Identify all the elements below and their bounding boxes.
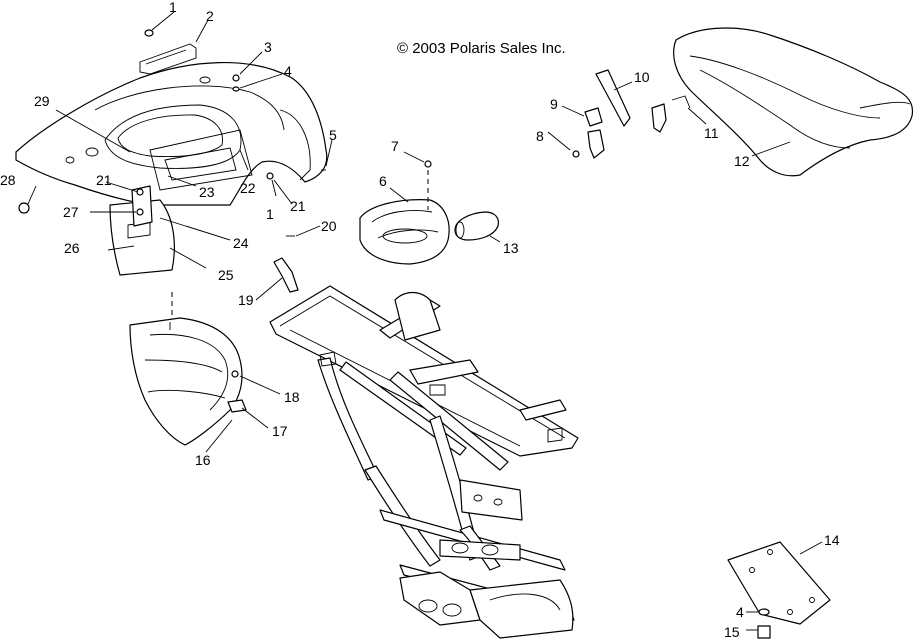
rear-fender bbox=[15, 43, 328, 206]
main-frame bbox=[269, 285, 579, 639]
callout-10: 10 bbox=[634, 69, 650, 85]
callout-29: 29 bbox=[34, 93, 50, 109]
callout-21-left: 21 bbox=[96, 172, 112, 188]
callout-28: 28 bbox=[0, 172, 16, 188]
hardware bbox=[18, 29, 432, 413]
seat bbox=[673, 27, 914, 177]
seat-latch bbox=[572, 69, 691, 159]
callout-9: 9 bbox=[550, 96, 558, 112]
leader-lines bbox=[27, 11, 823, 631]
callout-4-lower: 4 bbox=[736, 604, 744, 620]
callout-1: 1 bbox=[169, 0, 177, 15]
callout-11: 11 bbox=[704, 125, 719, 141]
callout-15: 15 bbox=[724, 624, 740, 640]
callout-1-middle: 1 bbox=[266, 206, 274, 222]
callout-26: 26 bbox=[64, 240, 80, 256]
callout-14: 14 bbox=[824, 532, 840, 548]
callout-12: 12 bbox=[734, 153, 750, 169]
callout-4: 4 bbox=[284, 63, 292, 79]
callout-6: 6 bbox=[379, 173, 387, 189]
callout-23: 23 bbox=[199, 184, 215, 200]
storage-box bbox=[359, 199, 450, 265]
callout-24: 24 bbox=[233, 235, 249, 251]
callout-2: 2 bbox=[206, 8, 214, 24]
callout-16: 16 bbox=[195, 452, 211, 468]
callout-5: 5 bbox=[329, 127, 337, 143]
callout-20: 20 bbox=[321, 218, 337, 234]
callout-19: 19 bbox=[238, 292, 254, 308]
copyright-text: © 2003 Polaris Sales Inc. bbox=[397, 40, 566, 57]
callout-22: 22 bbox=[240, 180, 256, 196]
callout-3: 3 bbox=[264, 39, 272, 55]
callout-21-right: 21 bbox=[290, 198, 306, 214]
pad bbox=[454, 211, 500, 241]
fender-liner bbox=[129, 292, 243, 446]
callout-8: 8 bbox=[536, 128, 544, 144]
callout-13: 13 bbox=[503, 240, 519, 256]
callout-17: 17 bbox=[272, 423, 288, 439]
callout-25: 25 bbox=[218, 267, 234, 283]
callout-18: 18 bbox=[284, 389, 300, 405]
skid-plate bbox=[727, 541, 831, 639]
callout-7: 7 bbox=[391, 138, 399, 154]
mud-flap bbox=[109, 185, 175, 276]
callout-27: 27 bbox=[63, 204, 79, 220]
